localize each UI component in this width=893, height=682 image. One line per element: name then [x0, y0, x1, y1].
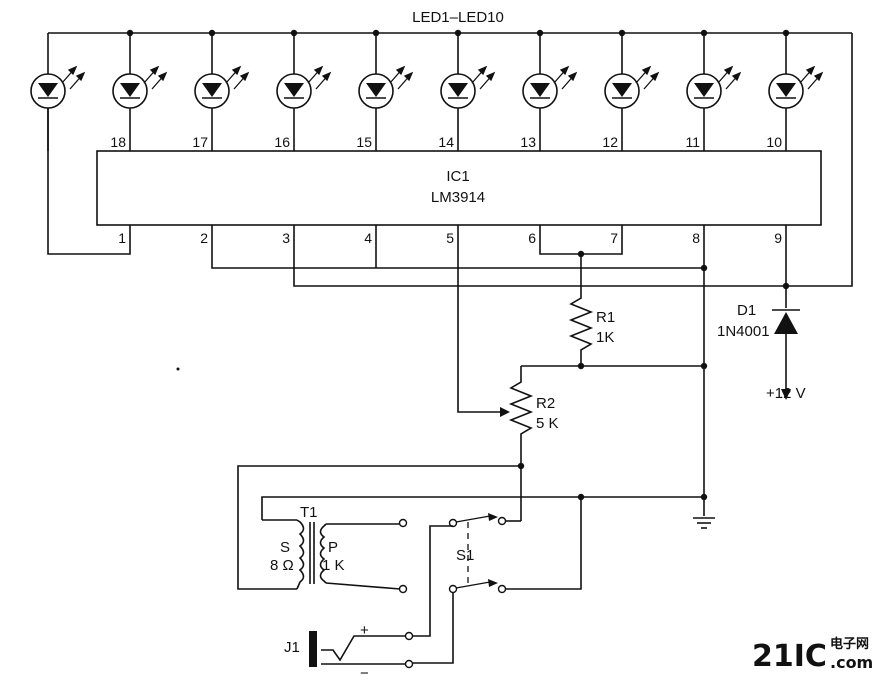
t1-ref: T1 — [300, 504, 318, 521]
ic1-ref: IC1 — [446, 168, 469, 185]
supply-label: +12 V — [766, 385, 806, 402]
ground-symbol — [693, 517, 715, 529]
wire-led1-pin1 — [47, 108, 131, 255]
stray-dot — [176, 367, 180, 371]
t1-sec-label: S — [280, 539, 290, 556]
r2-potentiometer — [457, 225, 534, 466]
t1-sec-value: 8 Ω — [270, 557, 294, 574]
wire-ground-rail — [261, 496, 704, 520]
watermark-sub: 电子网 — [830, 636, 869, 652]
t1-pri-value: 1 K — [322, 557, 345, 574]
r1-ref: R1 — [596, 309, 615, 326]
wire-r2-secondary — [237, 465, 521, 590]
s1-switch — [413, 497, 582, 664]
j1-plus: + — [360, 622, 369, 639]
s1-ref: S1 — [456, 547, 474, 564]
pin-15: 15 — [356, 134, 372, 150]
wire-pin2-pin4-bus — [211, 225, 704, 269]
j1-ref: J1 — [284, 639, 300, 656]
watermark-main: 21IC — [752, 639, 827, 674]
d1-part: 1N4001 — [717, 323, 770, 340]
pin-17: 17 — [192, 134, 208, 150]
t1-pri-label: P — [328, 539, 338, 556]
pin-1: 1 — [118, 230, 126, 246]
r2-value: 5 K — [536, 415, 559, 432]
pin-18: 18 — [110, 134, 126, 150]
ic1-body — [96, 150, 822, 226]
d1-diode — [772, 309, 800, 400]
d1-ref: D1 — [737, 302, 756, 319]
pin-2: 2 — [200, 230, 208, 246]
pin-12: 12 — [602, 134, 618, 150]
pin-13: 13 — [520, 134, 536, 150]
pin-14: 14 — [438, 134, 454, 150]
r1-value: 1K — [596, 329, 614, 346]
r2-ref: R2 — [536, 395, 555, 412]
watermark-dom: .com — [830, 653, 873, 672]
pin-5: 5 — [446, 230, 454, 246]
r1-resistor — [568, 293, 594, 366]
pin-3: 3 — [282, 230, 290, 246]
led-1 — [30, 32, 85, 152]
j1-jack — [309, 631, 414, 669]
wire-pin3-pin9 — [293, 33, 853, 287]
pin-6: 6 — [528, 230, 536, 246]
t1-transformer — [262, 518, 408, 594]
watermark-logo: 21IC 电子网 .com — [752, 636, 873, 674]
pin-9: 9 — [774, 230, 782, 246]
led-group-label: LED1–LED10 — [412, 9, 504, 26]
pin-4: 4 — [364, 230, 372, 246]
pin-16: 16 — [274, 134, 290, 150]
j1-minus: − — [360, 665, 369, 682]
pin-11: 11 — [685, 134, 700, 150]
pin-8: 8 — [692, 230, 700, 246]
pin-7: 7 — [610, 230, 618, 246]
pin-10: 10 — [766, 134, 782, 150]
ic1-part: LM3914 — [431, 189, 485, 206]
